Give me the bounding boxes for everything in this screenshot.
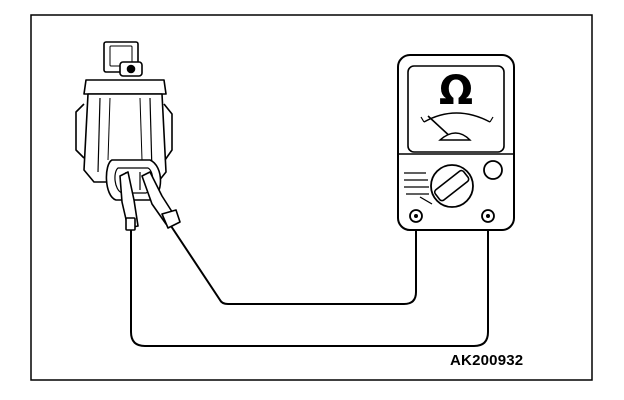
meter-unit-symbol: Ω [439,68,473,114]
solenoid-valve [75,41,173,201]
valve-rib [149,97,153,173]
probe-right [141,171,181,229]
test-lead-black [130,216,489,347]
valve-collar [83,79,167,95]
valve-side-flange-right [163,103,173,161]
meter-scale-arc [423,112,491,123]
meter-scale-tick [489,116,494,123]
ohmmeter [397,54,515,231]
valve-rib [139,97,143,161]
meter-jack-negative-hole [486,214,490,218]
meter-dial-knob [433,169,470,202]
figure-code: AK200932 [450,352,524,369]
valve-rib [107,97,111,161]
meter-needle-pivot [438,132,472,141]
valve-connector-inner [114,167,154,194]
meter-range-mark [419,196,433,205]
test-lead-red [170,216,417,305]
valve-rib [97,97,101,173]
meter-scale-tick [420,116,425,123]
valve-side-flange [75,103,85,159]
valve-fitting-hole [126,64,136,74]
meter-display [407,65,505,153]
meter-zero-adjust-knob [483,160,503,180]
meter-jack-positive-hole [414,214,418,218]
